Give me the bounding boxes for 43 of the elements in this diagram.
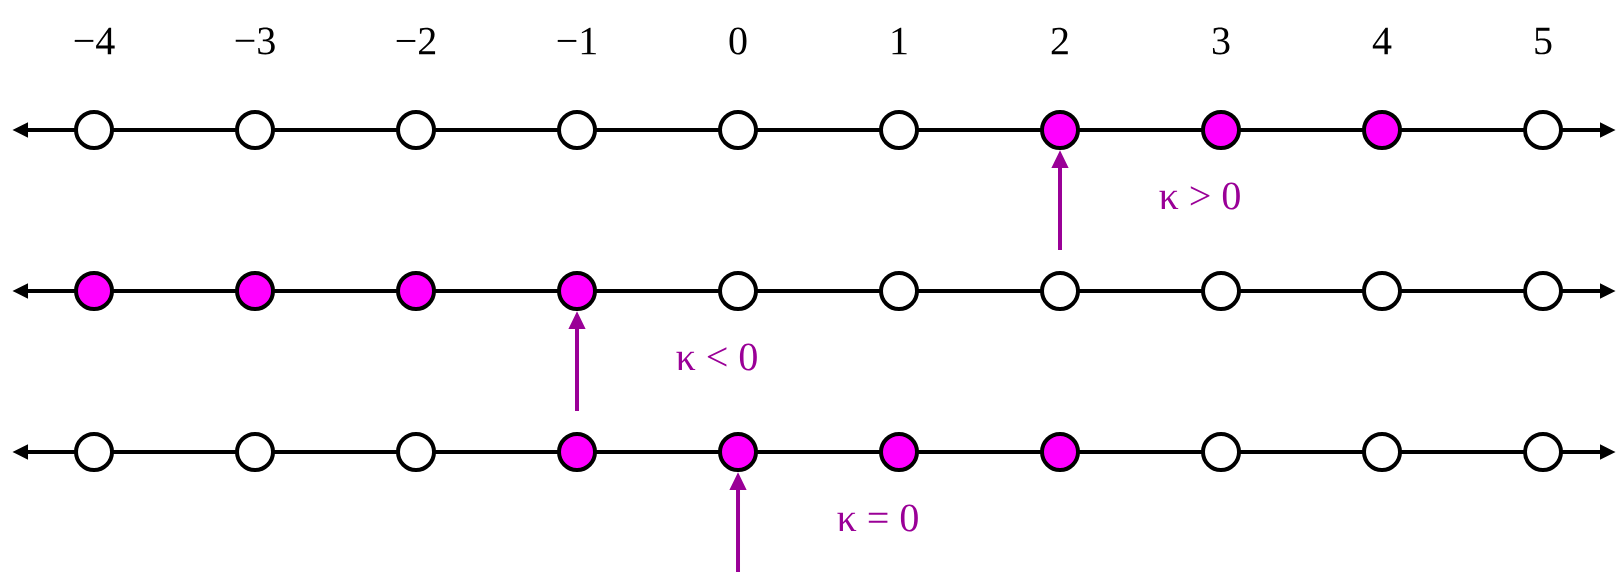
tick-label: 5 [1535, 27, 1552, 55]
open-circle [396, 432, 436, 472]
open-circle [74, 432, 114, 472]
filled-circle [1040, 432, 1080, 472]
open-circle [1523, 271, 1563, 311]
filled-circle [557, 432, 597, 472]
tick-label: −1 [557, 27, 596, 55]
filled-circle [235, 271, 275, 311]
open-circle [235, 110, 275, 150]
tick-label: −2 [396, 27, 436, 55]
open-circle [1523, 110, 1563, 150]
tick-label: 1 [892, 27, 907, 55]
filled-circle [1362, 110, 1402, 150]
open-circle [557, 110, 597, 150]
open-circle [1201, 432, 1241, 472]
open-circle [718, 110, 758, 150]
filled-circle [74, 271, 114, 311]
open-circle [1362, 271, 1402, 311]
open-circle [1362, 432, 1402, 472]
edge-label: κ = 0 [834, 502, 922, 534]
filled-circle [1040, 110, 1080, 150]
open-circle [235, 432, 275, 472]
open-circle [396, 110, 436, 150]
open-circle [718, 271, 758, 311]
open-circle [879, 271, 919, 311]
filled-circle [1201, 110, 1241, 150]
filled-circle [879, 432, 919, 472]
tick-label: 3 [1212, 27, 1230, 55]
open-circle [74, 110, 114, 150]
tick-label: −4 [74, 27, 115, 55]
filled-circle [557, 271, 597, 311]
tick-label: −3 [235, 27, 275, 55]
edge-label: κ > 0 [1156, 180, 1244, 212]
filled-circle [718, 432, 758, 472]
open-circle [1201, 271, 1241, 311]
open-circle [879, 110, 919, 150]
tick-label: 4 [1372, 27, 1392, 55]
edge-label: κ < 0 [673, 341, 761, 373]
filled-circle [396, 271, 436, 311]
tick-label: 0 [729, 27, 747, 55]
open-circle [1523, 432, 1563, 472]
open-circle [1040, 271, 1080, 311]
tick-label: 2 [1051, 27, 1068, 55]
